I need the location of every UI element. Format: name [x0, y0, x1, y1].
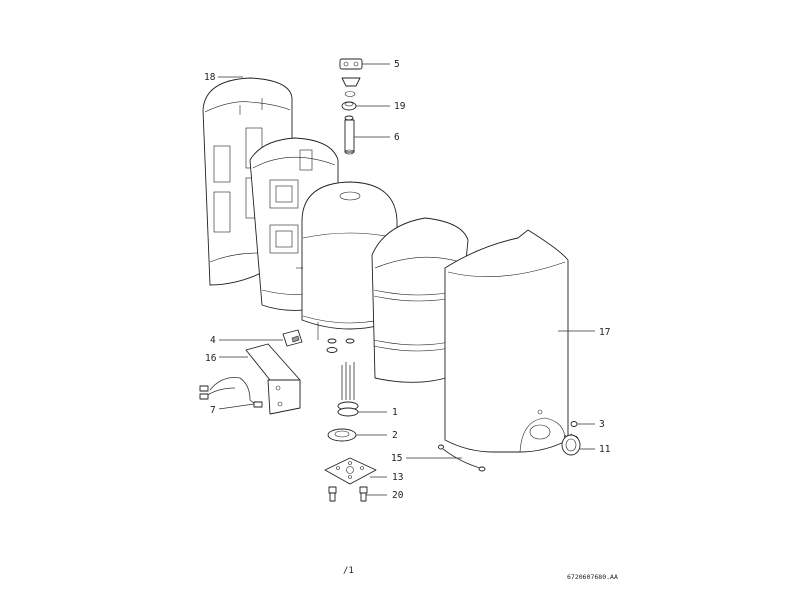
callout-4: 4 — [210, 335, 216, 346]
page-mark: /1 — [343, 566, 354, 576]
bracket-part-16 — [245, 343, 301, 415]
callout-5: 5 — [394, 59, 400, 70]
leader-lines — [218, 63, 595, 496]
callout-18: 18 — [204, 72, 216, 83]
callout-13: 13 — [392, 472, 403, 483]
callout-19: 19 — [394, 101, 406, 112]
thermostat-part-5 — [339, 58, 363, 97]
callout-20: 20 — [392, 490, 404, 501]
outer-casing-part-17 — [444, 229, 569, 453]
flange-plate-part-13 — [324, 457, 377, 485]
drawing-code: 6720607680.AA — [567, 573, 618, 581]
callout-2: 2 — [392, 430, 398, 441]
switch-part-4 — [282, 329, 303, 347]
callout-3: 3 — [599, 419, 605, 430]
cable-part-7 — [199, 377, 263, 408]
knob-part-11 — [561, 433, 581, 456]
callout-7: 7 — [210, 405, 216, 416]
tank-seals — [326, 338, 355, 353]
fittings-part-20 — [328, 486, 368, 502]
gasket-part-2 — [327, 428, 357, 442]
callout-11: 11 — [599, 444, 611, 455]
callout-17: 17 — [599, 327, 610, 338]
sensor-part-15 — [438, 444, 486, 472]
callout-16: 16 — [205, 353, 217, 364]
heating-element-part-1 — [337, 362, 359, 417]
anode-part-6 — [344, 115, 355, 155]
callout-1: 1 — [392, 407, 398, 418]
callout-6: 6 — [394, 132, 400, 143]
callout-15: 15 — [391, 453, 402, 464]
plug-part-3 — [570, 421, 578, 427]
nut-part-19 — [341, 101, 357, 111]
